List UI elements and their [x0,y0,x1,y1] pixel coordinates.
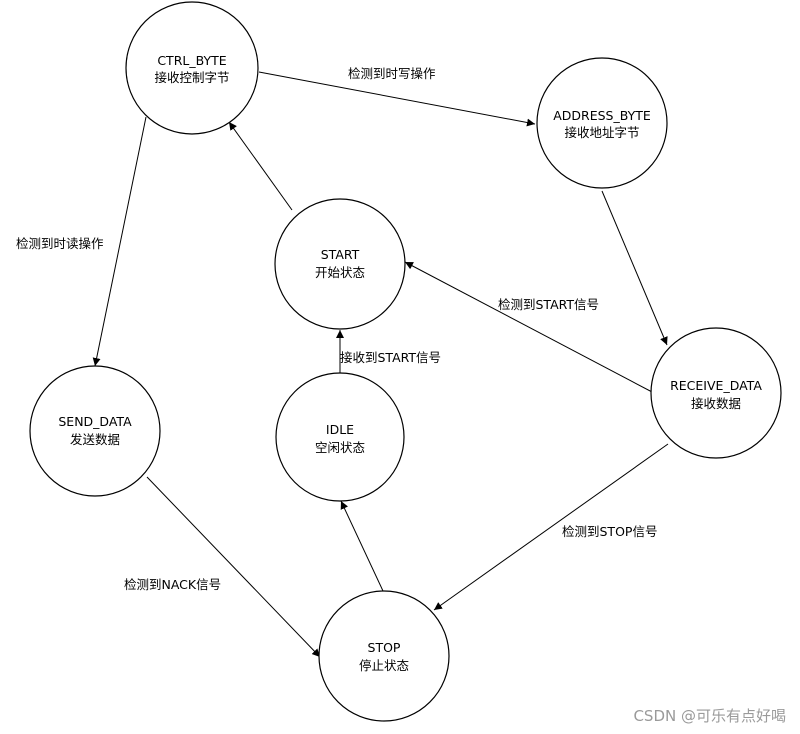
state-desc-send-data: 发送数据 [70,432,120,447]
transition-arrow-ctrl-to-address [258,71,536,127]
transition-edges [92,71,669,658]
state-node-idle: IDLE 空闲状态 [275,372,405,502]
state-name-idle: IDLE [326,422,354,437]
state-desc-receive-data: 接收数据 [691,396,741,411]
state-node-send-data: SEND_DATA 发送数据 [29,365,161,497]
state-desc-address-byte: 接收地址字节 [564,125,639,140]
state-name-ctrl-byte: CTRL_BYTE [157,53,226,68]
watermark: CSDN @可乐有点好喝 [633,707,786,725]
transition-arrow-address-to-receive [601,190,668,346]
state-desc-ctrl-byte: 接收控制字节 [154,70,229,85]
transition-arrow-start-to-ctrl [228,121,293,211]
state-circle-stop [318,590,450,722]
transition-arrow-send-to-stop [146,476,321,658]
state-node-start: START 开始状态 [274,198,406,330]
transition-arrow-receive-to-stop [433,443,669,611]
state-circle-idle [275,372,405,502]
transition-label-send-to-stop: 检测到NACK信号 [124,577,221,592]
state-node-ctrl-byte: CTRL_BYTE 接收控制字节 [125,1,259,135]
transition-labels: 检测到时写操作 检测到时读操作 检测到START信号 接收到START信号 检测… [16,66,657,592]
transition-arrow-receive-to-start [404,261,655,394]
state-node-address-byte: ADDRESS_BYTE 接收地址字节 [536,57,668,189]
state-circle-ctrl-byte [125,1,259,135]
state-desc-start: 开始状态 [315,265,365,280]
state-name-receive-data: RECEIVE_DATA [670,378,762,393]
state-name-stop: STOP [368,640,401,655]
state-node-stop: STOP 停止状态 [318,590,450,722]
transition-arrow-ctrl-to-send [92,116,147,367]
state-node-receive-data: RECEIVE_DATA 接收数据 [650,327,782,459]
state-desc-stop: 停止状态 [359,658,409,673]
transition-label-ctrl-to-address: 检测到时写操作 [348,66,436,81]
state-nodes: CTRL_BYTE 接收控制字节 ADDRESS_BYTE 接收地址字节 STA… [29,1,782,722]
state-desc-idle: 空闲状态 [315,440,365,455]
state-name-start: START [321,247,360,262]
transition-label-receive-to-start: 检测到START信号 [498,297,599,312]
transition-arrow-stop-to-idle [340,500,384,592]
transition-label-idle-to-start: 接收到START信号 [340,350,441,365]
transition-label-ctrl-to-send: 检测到时读操作 [16,236,104,251]
state-circle-start [274,198,406,330]
state-name-address-byte: ADDRESS_BYTE [553,108,651,123]
state-circle-address-byte [536,57,668,189]
transition-label-receive-to-stop: 检测到STOP信号 [562,524,657,539]
state-circle-send-data [29,365,161,497]
state-name-send-data: SEND_DATA [58,414,132,429]
state-circle-receive-data [650,327,782,459]
